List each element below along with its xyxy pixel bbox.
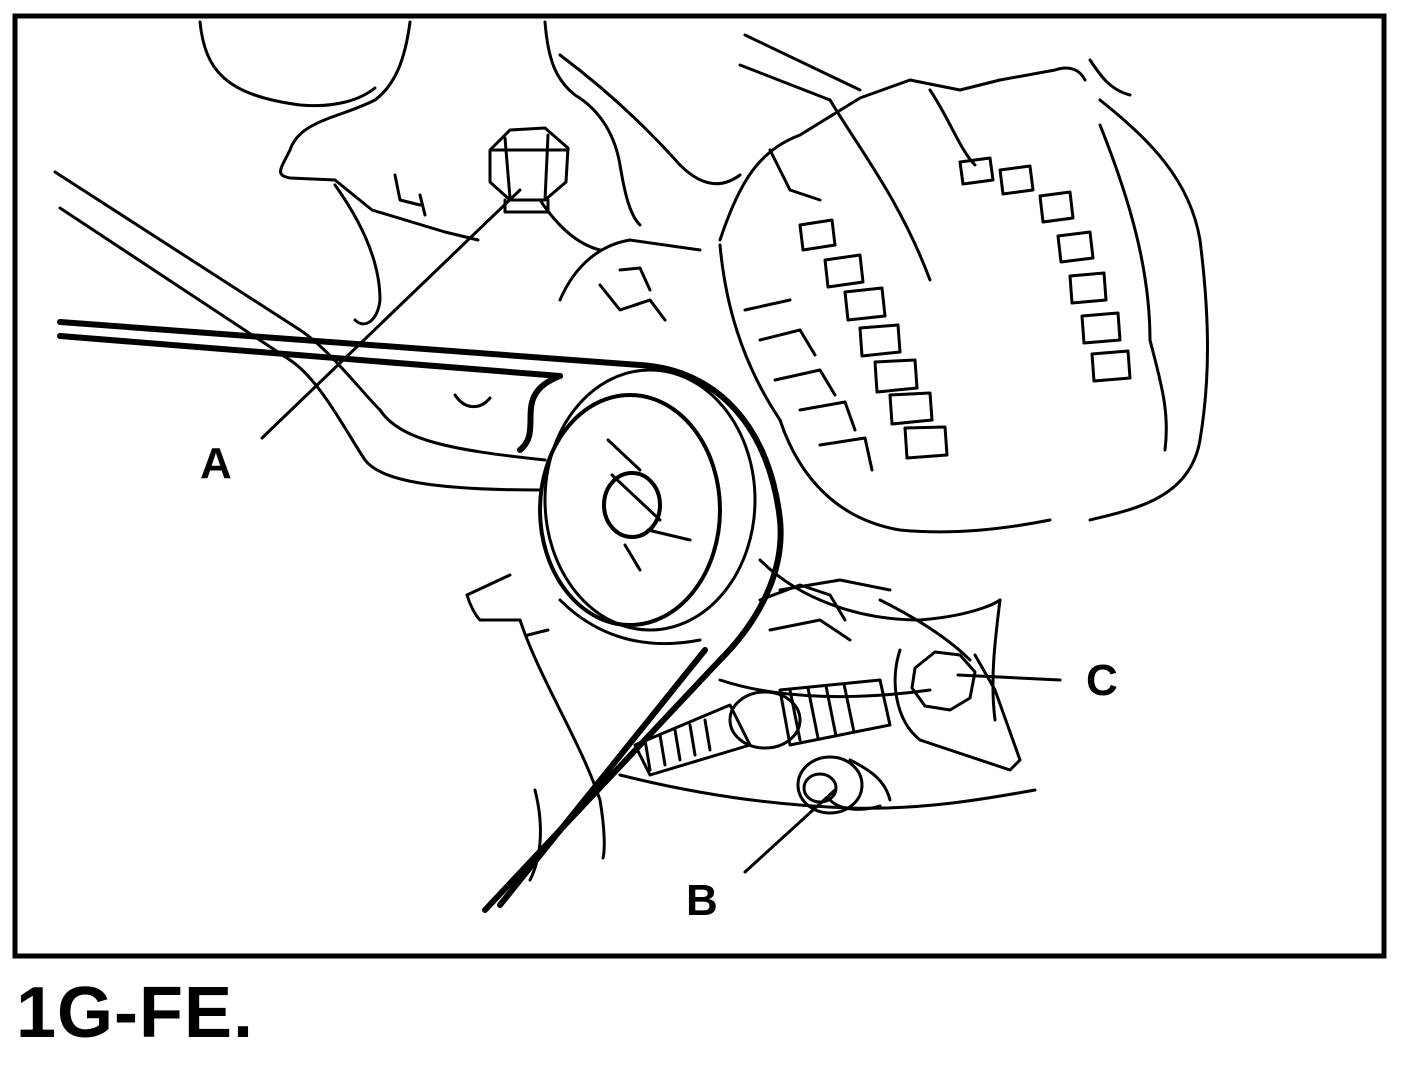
callout-a-label: A bbox=[200, 439, 232, 488]
tension-bolt-icon bbox=[633, 678, 905, 777]
bolt-a-icon bbox=[488, 126, 570, 214]
engine-bracket bbox=[198, 20, 862, 326]
diagram-border bbox=[12, 13, 1387, 959]
adjusting-arm bbox=[53, 170, 547, 492]
drive-belt bbox=[57, 319, 784, 913]
leader-c bbox=[956, 673, 1062, 682]
bolt-c-icon bbox=[893, 648, 1022, 772]
pulley-icon bbox=[538, 368, 757, 646]
mounting-bracket bbox=[465, 573, 606, 882]
callout-b-label: B bbox=[686, 876, 718, 925]
callout-c-label: C bbox=[1086, 656, 1118, 705]
alternator-fins bbox=[598, 156, 1132, 662]
figure-caption: 1G-FE. bbox=[16, 973, 255, 1053]
callout-leaders bbox=[260, 188, 1062, 874]
leader-a bbox=[260, 188, 522, 440]
leader-b bbox=[743, 788, 837, 874]
